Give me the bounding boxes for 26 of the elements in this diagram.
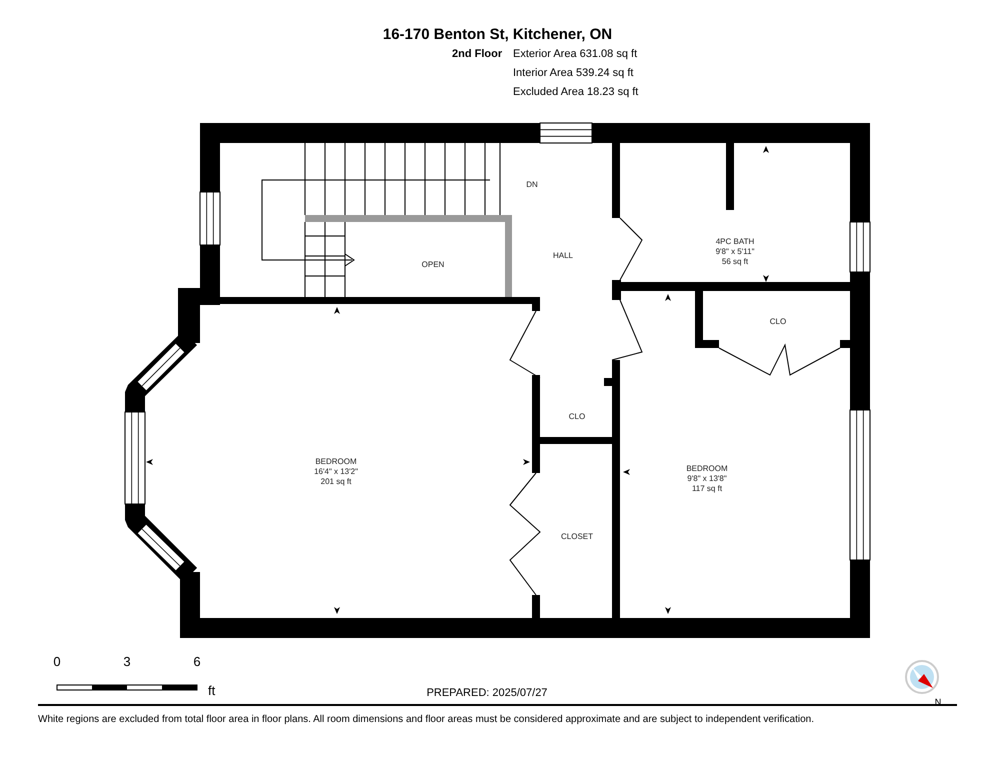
scale-label: ft (208, 682, 216, 700)
disclaimer-text: White regions are excluded from total floor area in floor plans. All room dimensions and floor areas must be considered approximate and are subject to independent verification. (38, 713, 814, 727)
room-label: 56 sq ft (722, 257, 748, 267)
room-label: DN (526, 180, 538, 190)
room-label: CLO (770, 317, 786, 327)
area-text: Interior Area 539.24 sq ft (513, 66, 634, 81)
room-label: HALL (553, 251, 573, 261)
room-label: BEDROOM (315, 457, 357, 467)
scale-label: 0 (53, 653, 61, 671)
room-label: 4PC BATH (716, 237, 754, 247)
floor-name: 2nd Floor (452, 47, 502, 62)
area-text: PREPARED: 2025/07/27 (426, 686, 548, 701)
room-label: 9'8" x 13'8" (687, 474, 727, 484)
scale-label: 6 (193, 653, 201, 671)
area-text: Excluded Area 18.23 sq ft (513, 85, 638, 100)
area-text: Exterior Area 631.08 sq ft (513, 47, 638, 62)
room-label: CLO (568, 412, 586, 422)
scale-label: 3 (123, 653, 131, 671)
room-label: OPEN (422, 260, 444, 270)
room-label: 117 sq ft (692, 484, 722, 494)
room-label: 201 sq ft (320, 477, 352, 487)
room-label: 16'4" x 13'2" (314, 467, 358, 477)
room-label: BEDROOM (686, 464, 728, 474)
room-label: 9'8" x 5'11" (716, 247, 754, 257)
plan-title: 16-170 Benton St, Kitchener, ON (382, 25, 614, 45)
room-label: CLOSET (561, 532, 593, 542)
